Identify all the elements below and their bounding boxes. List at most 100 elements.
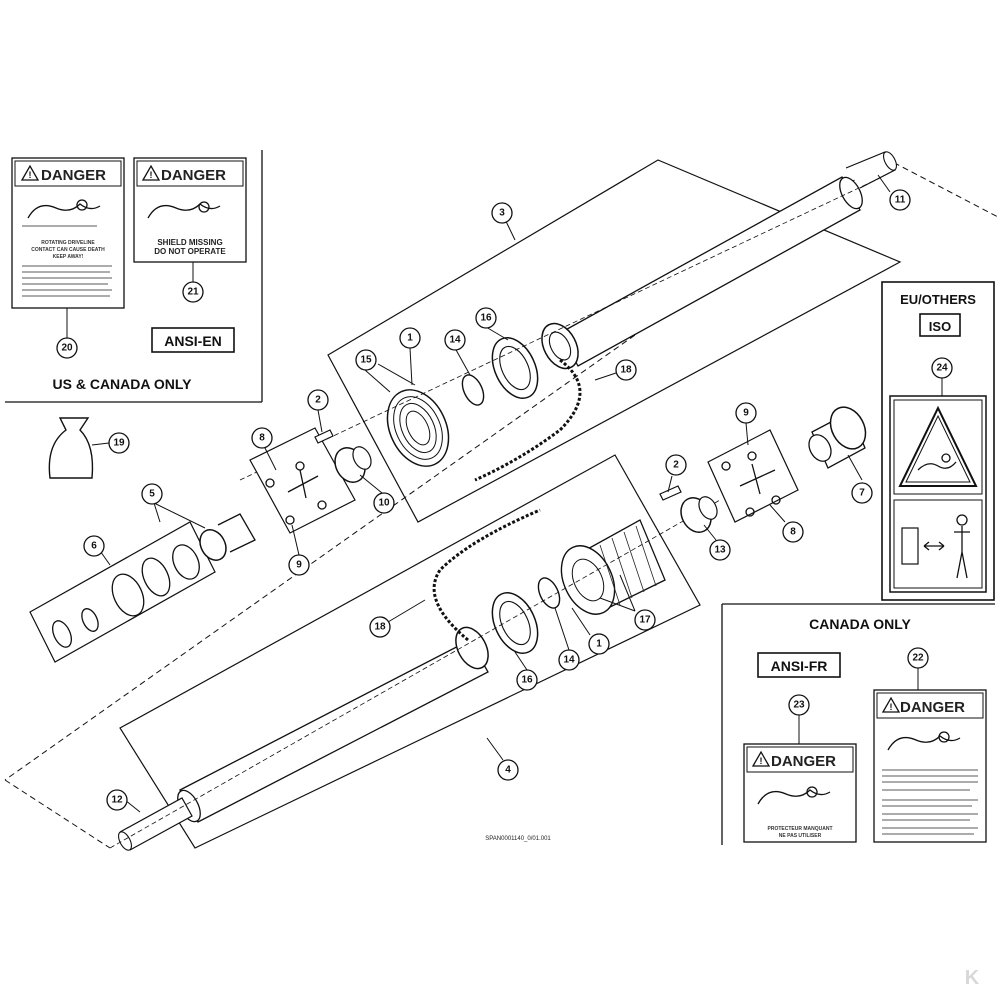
canada-panel: CANADA ONLY ANSI-FR ! DANGER ! [721,603,995,845]
callout-8-right: 8 [782,521,804,543]
callout-16-upper: 16 [475,307,497,329]
upper-ring-16 [491,337,539,399]
svg-text:11: 11 [895,195,906,206]
callout-18-lower: 18 [369,616,391,638]
svg-text:17: 17 [639,615,651,626]
callout-18-upper: 18 [615,359,637,381]
callout-14-upper: 14 [444,329,466,351]
yoke-13 [680,496,718,533]
cross-journal-9 [265,461,327,525]
svg-text:15: 15 [360,355,372,366]
svg-text:14: 14 [563,655,575,666]
callouts: 20 21 3 11 1 15 14 16 18 2 8 10 9 19 5 6… [56,189,953,811]
watermark-logo: K [965,967,980,989]
decal-20-line1: ROTATING DRIVELINE [41,240,95,246]
decal-23: ! DANGER PROTECTEUR MANQUANT NE PAS UTIL… [743,743,857,843]
upper-shield-bearing [541,322,579,370]
upper-chain-18 [474,358,582,482]
cross-journal-9-right [721,451,781,517]
callout-15: 15 [355,349,377,371]
decal-21: ! DANGER SHIELD MISSING DO NOT OPERATE [133,157,247,263]
yoke-5 [199,513,256,561]
yoke-10 [334,446,372,483]
svg-text:19: 19 [113,438,125,449]
pin-2 [314,429,334,444]
svg-text:16: 16 [521,675,533,686]
svg-text:5: 5 [149,489,155,500]
svg-text:1: 1 [596,639,602,650]
callout-19: 19 [108,432,130,454]
decal-20-line2: CONTACT CAN CAUSE DEATH [31,247,105,253]
assembly-boundary [4,157,1000,849]
pin-2-right [659,485,682,501]
svg-text:21: 21 [187,287,199,298]
svg-text:12: 12 [111,795,123,806]
callout-23: 23 [788,694,810,716]
decal-23-line2: NE PAS UTILISER [779,833,822,839]
us-canada-panel: ! DANGER ROTATING DRIVELINE CONTACT CAN … [5,150,263,403]
cross-kit-frame-8-right [707,429,799,523]
decal-22: ! DANGER [873,689,987,843]
lower-ring-16 [491,592,539,654]
decal-23-line1: PROTECTEUR MANQUANT [768,826,833,832]
callout-2-left: 2 [307,389,329,411]
upper-clip-14 [461,374,485,406]
callout-3: 3 [491,202,513,224]
ansi-fr-label: ANSI-FR [771,658,828,674]
svg-text:6: 6 [91,541,97,552]
svg-text:8: 8 [259,433,265,444]
callout-24: 24 [931,357,953,379]
callout-1-lower: 1 [588,633,610,655]
svg-text:23: 23 [793,700,805,711]
callout-9-right: 9 [735,402,757,424]
svg-text:24: 24 [936,363,948,374]
callout-4: 4 [497,759,519,781]
callout-5: 5 [141,483,163,505]
eu-others-label: EU/OTHERS [900,292,976,307]
callout-12: 12 [106,789,128,811]
svg-text:9: 9 [743,408,749,419]
lower-clip-14 [537,577,561,609]
svg-text:!: ! [890,702,893,712]
lower-shaft-group [109,454,721,851]
callout-1-upper: 1 [399,327,421,349]
leader-lines [66,174,943,813]
svg-text:!: ! [150,170,153,180]
lower-shield-bearing [455,626,489,670]
canada-label: CANADA ONLY [809,616,911,632]
svg-text:1: 1 [407,333,413,344]
decal-21-header: DANGER [161,167,226,184]
lower-bellows-17 [560,519,666,615]
right-yoke-group [659,406,867,533]
yoke-7 [808,406,867,469]
callout-10: 10 [373,492,395,514]
decal-21-line2: DO NOT OPERATE [154,247,226,256]
decal-20-line3: KEEP AWAY! [53,254,84,260]
svg-text:7: 7 [859,488,865,499]
callout-7: 7 [851,482,873,504]
callout-9-left: 9 [288,554,310,576]
upper-bellows-15 [386,389,450,467]
cover-19 [48,417,94,479]
drawing-code: SPAN0001140_0/01.001 [485,836,551,842]
decal-21-line1: SHIELD MISSING [157,238,222,247]
decal-24 [889,395,987,593]
svg-text:14: 14 [449,335,461,346]
svg-text:!: ! [29,170,32,180]
callout-17: 17 [634,609,656,631]
svg-text:16: 16 [480,313,492,324]
lower-tube [118,639,489,851]
svg-text:!: ! [760,756,763,766]
upper-shaft-group [239,151,902,523]
iso-label: ISO [929,319,951,334]
decal-20-header: DANGER [41,167,106,184]
callout-11: 11 [889,189,911,211]
ansi-en-label: ANSI-EN [164,333,222,349]
callout-14-lower: 14 [558,649,580,671]
svg-text:2: 2 [315,395,321,406]
callout-20: 20 [56,337,78,359]
ansi-en-box [151,327,235,353]
ansi-fr-box [757,652,841,678]
callout-13: 13 [709,539,731,561]
